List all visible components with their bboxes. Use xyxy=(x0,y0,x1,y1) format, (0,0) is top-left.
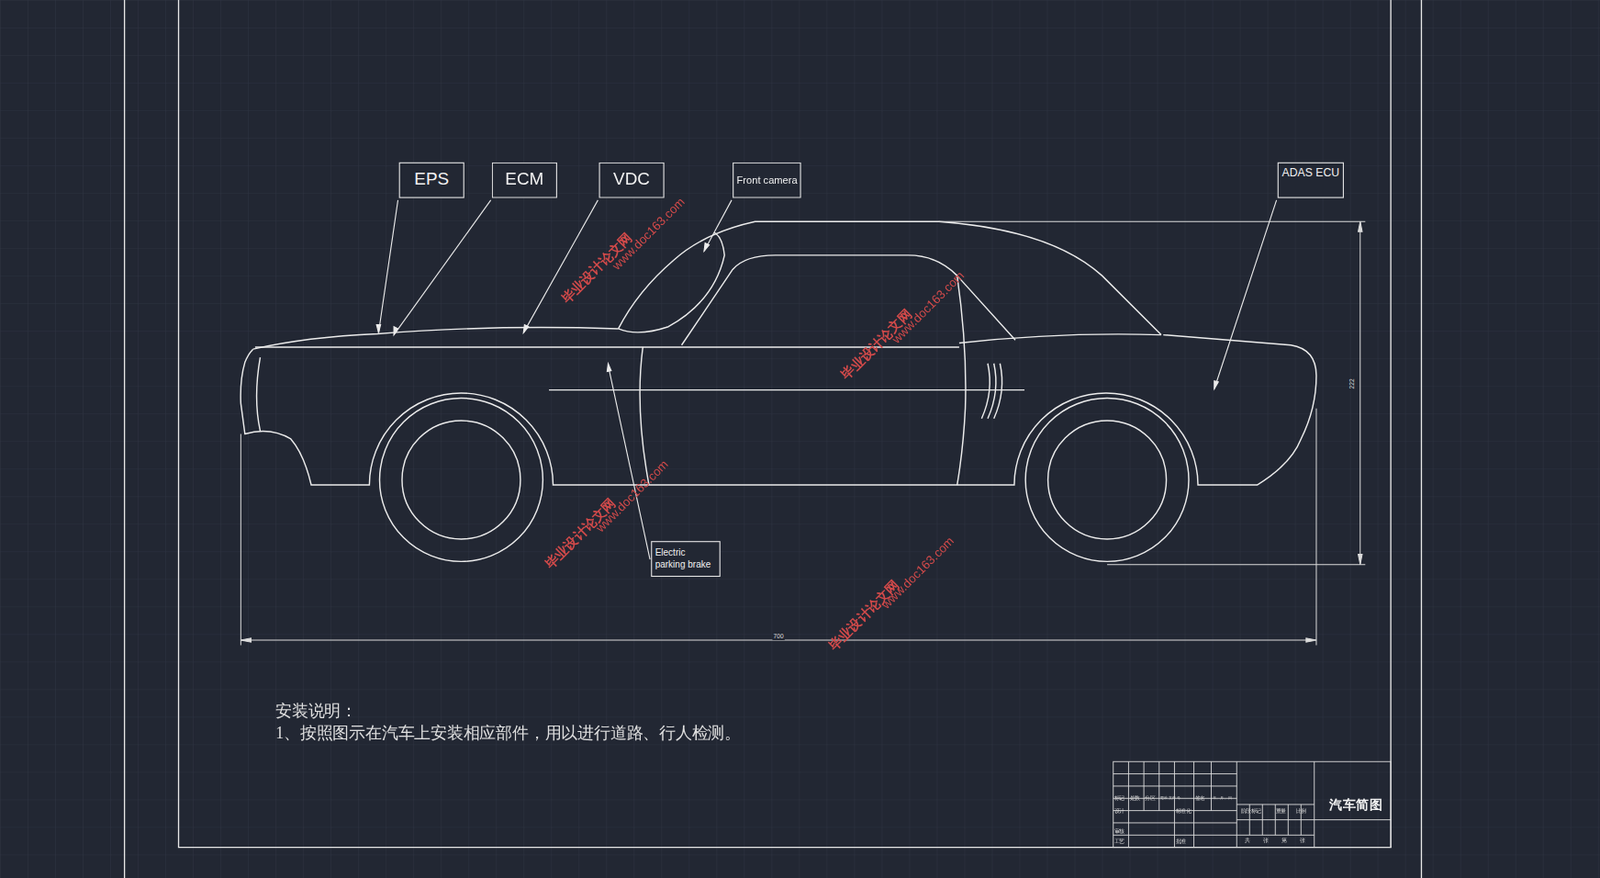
table-rule xyxy=(1262,804,1264,820)
note-text: 阶段标记 xyxy=(1241,807,1262,814)
frame xyxy=(124,0,1422,878)
label-box: Electric parking brake xyxy=(650,540,721,577)
table-rule xyxy=(1210,760,1212,810)
note-text: 审核 xyxy=(1114,828,1125,835)
table-rule xyxy=(1128,810,1130,848)
table-rule xyxy=(1275,819,1276,836)
note-text: 700 xyxy=(772,632,784,639)
label-box: Front camera xyxy=(732,162,802,199)
note-text: 标准化 xyxy=(1175,807,1192,814)
table-rule xyxy=(1113,821,1238,823)
note-text: 年、月、日 xyxy=(1212,795,1233,801)
note-text: 222 xyxy=(1349,377,1356,390)
table-rule xyxy=(1113,834,1238,836)
component-name: Front camera xyxy=(737,173,798,187)
note-text: 汽车简图 xyxy=(1329,797,1383,813)
table-rule xyxy=(1262,819,1264,836)
component-name: EPS xyxy=(413,168,449,192)
table-rule xyxy=(1249,819,1251,836)
table-rule xyxy=(1158,760,1160,810)
car-outline xyxy=(240,221,1317,561)
note-text: 第 xyxy=(1281,838,1287,844)
note-text: 批准 xyxy=(1175,839,1187,845)
table-rule xyxy=(1193,810,1195,848)
table-rule xyxy=(1193,760,1195,810)
note-text: 标记 xyxy=(1114,795,1125,802)
note-text: 张 xyxy=(1263,838,1269,844)
component-name: ADAS ECU xyxy=(1282,165,1341,180)
label-box: ECM xyxy=(492,162,558,199)
leader-lines xyxy=(376,200,1276,560)
note-text: 更改文件号 xyxy=(1160,795,1181,801)
label-box: VDC xyxy=(599,162,665,199)
note-text: 比例 xyxy=(1296,807,1307,814)
note-text: 设计 xyxy=(1114,807,1125,814)
note-text: 安装说明： xyxy=(275,702,358,721)
note-text: 共 xyxy=(1244,838,1251,844)
table-rule xyxy=(1287,819,1289,836)
table-rule xyxy=(1113,772,1238,774)
note-text: 处数 xyxy=(1130,795,1141,802)
table-rule xyxy=(1300,819,1302,836)
table-rule xyxy=(1128,760,1130,810)
component-name: ECM xyxy=(504,168,544,192)
component-name: Electric parking brake xyxy=(655,547,717,571)
title-block xyxy=(1113,760,1391,847)
table-rule xyxy=(1287,804,1289,820)
table-rule xyxy=(1174,810,1175,848)
label-box: EPS xyxy=(399,162,465,199)
note-text: 签名 xyxy=(1195,795,1206,802)
dimension-lines xyxy=(240,221,1366,645)
note-text: 重量 xyxy=(1275,807,1287,814)
component-name: VDC xyxy=(613,168,650,192)
label-box: ADAS ECU xyxy=(1277,162,1344,199)
table-rule xyxy=(1113,784,1238,786)
table-rule xyxy=(1113,809,1238,811)
note-text: 张 xyxy=(1299,838,1306,844)
note-text: 工艺 xyxy=(1114,839,1125,845)
table-rule xyxy=(1143,760,1145,810)
table-rule xyxy=(1174,760,1175,810)
note-text: 分区 xyxy=(1144,795,1155,802)
note-text: 1、按照图示在汽车上安装相应部件，用以进行道路、行人检测。 xyxy=(275,723,741,742)
